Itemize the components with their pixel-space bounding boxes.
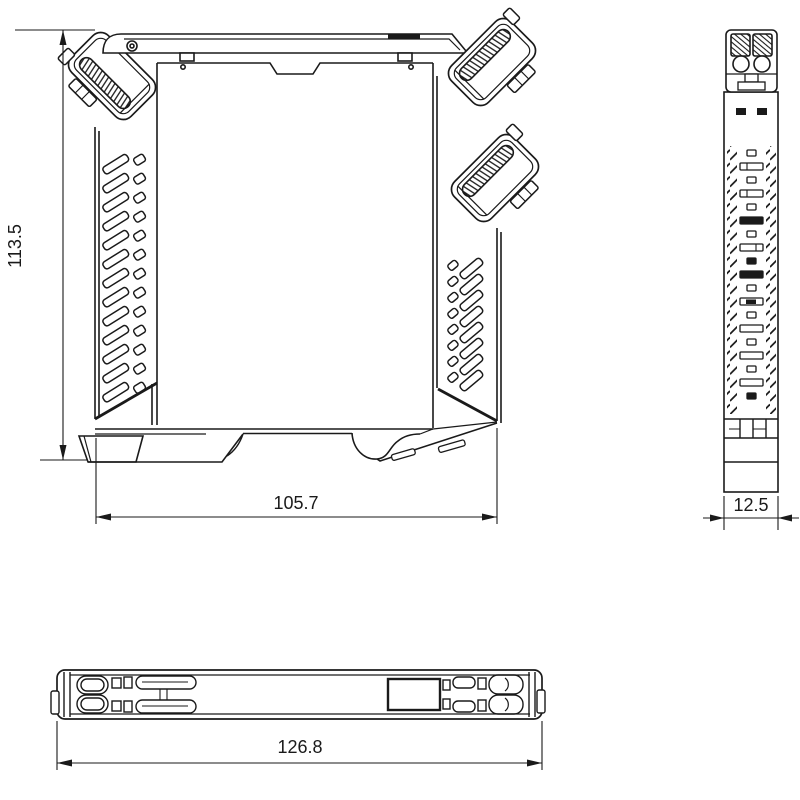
cap-screw-icon (126, 40, 138, 52)
cap-tab-left (179, 52, 195, 62)
dim-length: 126.8 (56, 721, 543, 770)
dim-length-value: 126.8 (277, 737, 322, 757)
rail-clamp (77, 435, 145, 463)
left-vent-panel (94, 127, 158, 421)
din-rail-foot (77, 421, 498, 463)
side-vents (727, 146, 776, 414)
foot-slot (437, 439, 466, 453)
face-screw-dot (407, 64, 414, 71)
bottom-left-connector (50, 672, 197, 717)
connector-clip (509, 180, 539, 210)
front-face-top-notch (157, 62, 433, 75)
dim-side-width-value: 12.5 (733, 495, 768, 515)
end-clip (536, 689, 546, 714)
plug-connector-top-left (56, 20, 161, 125)
extension-line (95, 428, 498, 524)
bottom-view (50, 669, 546, 720)
arrowhead-down-icon (59, 445, 67, 460)
extension-line (56, 721, 543, 770)
release-latch (351, 432, 421, 460)
top-cap (102, 33, 467, 62)
bottom-right-connector (442, 672, 546, 717)
front-face (151, 62, 438, 428)
end-clip (50, 690, 60, 715)
connector-label-hatch (446, 122, 551, 227)
side-view (723, 29, 779, 493)
arrowhead-up-icon (59, 30, 67, 45)
arrowhead-right-icon (527, 759, 542, 767)
mounting-wing (135, 699, 197, 714)
mounting-wing (135, 675, 197, 690)
connector-clip (506, 64, 536, 94)
side-marking (736, 108, 746, 115)
bottom-label-window (386, 677, 442, 712)
dim-side-width: 12.5 (703, 495, 799, 530)
right-vent-panel (437, 228, 502, 423)
foot-slot (390, 448, 416, 461)
right-vent-slots (446, 256, 485, 393)
face-screw-dot (180, 64, 187, 71)
arrowhead-right-icon (482, 513, 497, 521)
plug-connector-mid-right (446, 122, 551, 227)
front-view (56, 6, 551, 463)
terminal-screw (730, 33, 751, 57)
cap-tab-right (397, 52, 413, 62)
wire-entry (732, 55, 750, 73)
dim-height: 113.5 (5, 29, 95, 461)
side-marking (757, 108, 767, 115)
arrowhead-left-icon (778, 514, 792, 522)
side-foot (724, 418, 778, 463)
terminal-screw (752, 33, 773, 57)
extension-line (723, 496, 779, 530)
wire-entry (753, 55, 771, 73)
side-terminal-block (725, 29, 778, 93)
arrowhead-right-icon (710, 514, 724, 522)
dim-height-value: 113.5 (5, 224, 25, 268)
dim-width: 105.7 (95, 428, 498, 524)
plug-connector-top-right (443, 6, 548, 111)
mounting-wing (452, 676, 476, 689)
connector-label-hatch (443, 6, 548, 111)
arrowhead-left-icon (96, 513, 111, 521)
side-led-column (739, 149, 764, 400)
arrowhead-left-icon (57, 759, 72, 767)
dim-width-value: 105.7 (273, 493, 318, 513)
connector-clip (68, 78, 98, 108)
cap-marking (388, 34, 420, 39)
mounting-wing (452, 700, 476, 713)
left-vent-slots (100, 152, 148, 404)
dimensions: 113.5 105.7 12.5 126.8 (5, 29, 799, 770)
